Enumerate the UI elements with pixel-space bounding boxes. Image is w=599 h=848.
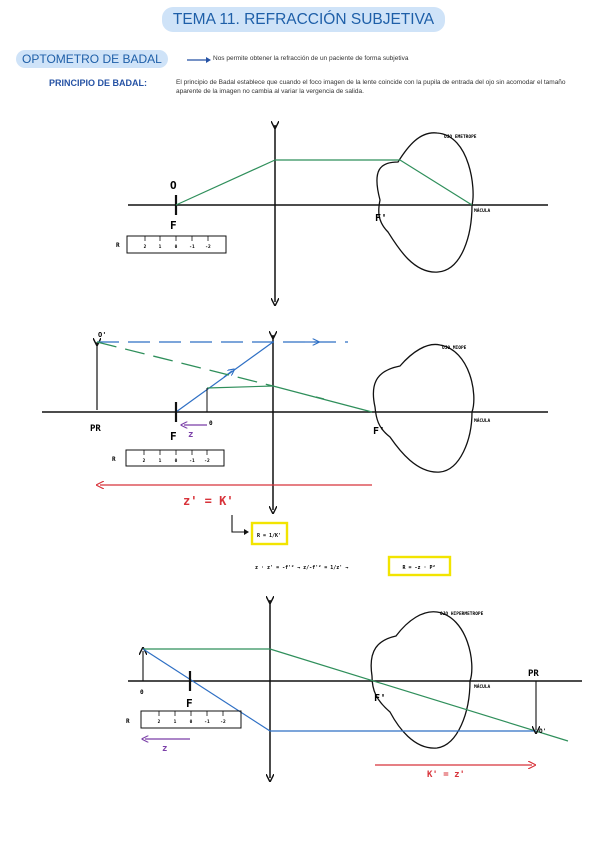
- pr-label: PR: [528, 669, 539, 679]
- connector-line: [231, 515, 244, 533]
- eye-outline: [376, 132, 474, 273]
- blue-ray-arrow: [223, 371, 232, 378]
- object-label: O: [170, 179, 177, 192]
- scale-tick-label: 1: [174, 719, 177, 725]
- object-label: O': [539, 728, 546, 735]
- focus-label: F: [170, 430, 177, 443]
- scale-tick-label: 1: [159, 458, 162, 464]
- image-focus-label: F': [375, 213, 387, 224]
- z-label: z: [162, 744, 167, 754]
- section-title: OPTOMETRO DE BADAL: [16, 50, 168, 68]
- z-label: z: [188, 430, 193, 440]
- section-description: Nos permite obtener la refracción de un …: [213, 55, 409, 62]
- eye-label: OJO MIOPE: [442, 345, 467, 351]
- scale-tick-label: 0: [190, 719, 193, 725]
- scale-tick-label: 2: [143, 458, 146, 464]
- scale-tick-label: -2: [205, 244, 211, 250]
- scale-box: [126, 235, 227, 254]
- object-label: O': [98, 331, 106, 339]
- principle-label: PRINCIPIO DE BADAL:: [49, 78, 148, 88]
- diagram-hyperope: 0 F F' OJO HIPERMETROPE MÁCULA PR O' R 2…: [126, 600, 582, 780]
- macula-label: MÁCULA: [474, 207, 491, 214]
- principle-text: El principio de Badal establece que cuan…: [176, 79, 566, 95]
- green-ray: [399, 159, 473, 206]
- page-title: TEMA 11. REFRACCIÓN SUBJETIVA: [162, 7, 445, 32]
- scale-ticks: [144, 236, 209, 241]
- scale-tick-label: 0: [175, 458, 178, 464]
- eye-label: OJO HIPERMETROPE: [440, 611, 484, 617]
- formula-box2: R = -z · P²: [402, 565, 435, 571]
- image-focus-label: F': [373, 426, 385, 437]
- formula-box1: R = 1/K': [257, 533, 281, 539]
- equation-main: z' = K': [183, 494, 234, 508]
- blue-ray: [142, 648, 271, 732]
- scale-tick-label: 1: [159, 244, 162, 250]
- pr-label: PR: [90, 424, 101, 434]
- focus-label: F: [186, 697, 193, 710]
- green-ray: [175, 159, 276, 206]
- diagram-myope: O' PR F z 0 F' OJO MIOPE MÁCULA R 2 1 0 …: [42, 331, 548, 577]
- scale-ticks: [158, 711, 224, 716]
- scale-tick-label: 0: [175, 244, 178, 250]
- connector-arrowhead: [244, 529, 249, 535]
- zero-label: 0: [209, 420, 213, 427]
- scale-box: [125, 449, 225, 467]
- scale-tick-label: -2: [220, 719, 226, 725]
- diagram-emmetrope: O F F' OJO EMETROPE MÁCULA R 2 1 0 -1 -2: [116, 125, 548, 302]
- eye-outline: [370, 611, 473, 749]
- highlight-box: [250, 521, 289, 546]
- scale-tick-label: 2: [158, 719, 161, 725]
- scale-label: R: [116, 242, 120, 249]
- macula-label: MÁCULA: [474, 683, 491, 690]
- scale-tick-label: -1: [189, 458, 195, 464]
- equation-main: K' = z': [427, 770, 465, 780]
- eye-label: OJO EMETROPE: [444, 134, 477, 140]
- scale-tick-label: -1: [204, 719, 210, 725]
- arrow-right-icon: [187, 57, 211, 63]
- green-ray: [269, 648, 569, 742]
- scale-label: R: [112, 456, 116, 463]
- green-dashed-ray: [96, 341, 274, 387]
- image-focus-label: F': [374, 693, 386, 704]
- highlight-box: [387, 555, 452, 577]
- green-ray-arrow: [315, 396, 325, 400]
- scale-ticks: [143, 450, 208, 455]
- eye-outline: [372, 343, 475, 473]
- macula-label: MÁCULA: [474, 417, 491, 424]
- scale-tick-label: -2: [204, 458, 210, 464]
- scale-tick-label: -1: [189, 244, 195, 250]
- newton-chain: z · z' = -f'² → z/-f'² = 1/z' →: [255, 565, 348, 571]
- zero-label: 0: [140, 689, 144, 696]
- focus-label: F: [170, 219, 177, 232]
- green-ray: [206, 385, 274, 389]
- scale-label: R: [126, 718, 130, 725]
- scale-tick-label: 2: [144, 244, 147, 250]
